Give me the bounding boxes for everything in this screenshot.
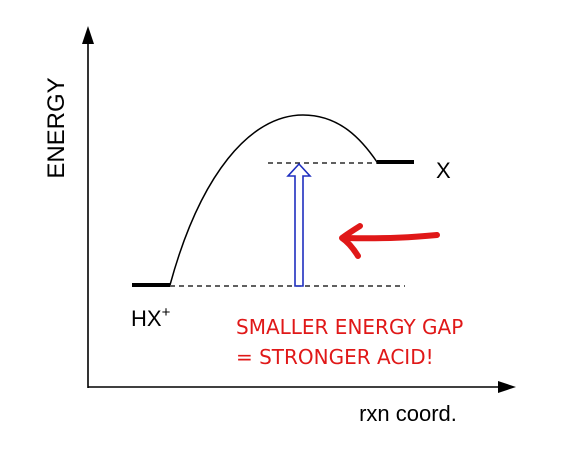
y-axis-arrowhead	[82, 26, 94, 44]
reactant-charge: +	[162, 304, 171, 321]
reactant-formula: HX	[131, 306, 162, 331]
red-pointer-head	[339, 223, 363, 259]
annotation-line-1: SMALLER ENERGY GAP	[236, 315, 463, 339]
x-axis-arrowhead	[498, 381, 516, 393]
red-pointer-arrow	[339, 223, 440, 259]
red-pointer-shaft	[342, 232, 440, 242]
product-label: X	[436, 158, 451, 183]
x-axis-label: rxn coord.	[359, 401, 457, 426]
axes	[82, 26, 516, 393]
y-axis-label: ENERGY	[43, 77, 70, 178]
energy-gap-arrow	[286, 162, 312, 287]
reactant-label: HX+	[131, 304, 171, 331]
reaction-curve	[169, 114, 378, 286]
annotation-line-2: = STRONGER ACID!	[236, 345, 434, 369]
